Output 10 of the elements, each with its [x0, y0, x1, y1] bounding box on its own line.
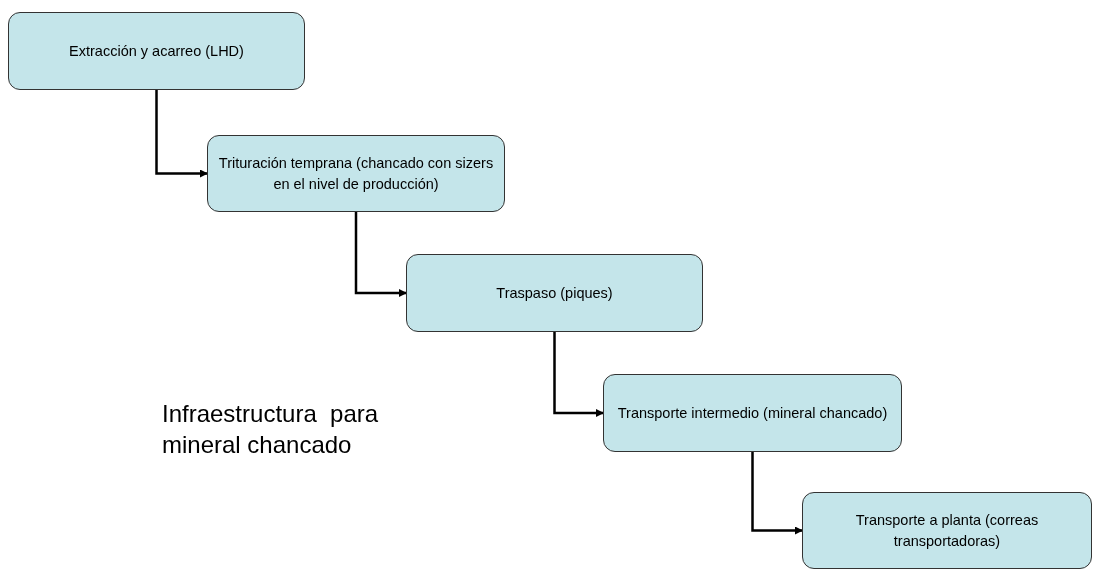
arrow: [751, 452, 803, 535]
arrow: [553, 332, 604, 417]
arrow: [155, 90, 208, 178]
process-box: Trituración temprana (chancado con sizers en el nivel de producción): [207, 135, 505, 212]
process-box: Transporte intermedio (mineral chancado): [603, 374, 902, 452]
process-box: Transporte a planta (correas transportadoras): [802, 492, 1092, 569]
arrow: [354, 212, 407, 297]
process-box: Traspaso (piques): [406, 254, 703, 332]
note-text: Infraestructura para mineral chancado: [162, 399, 380, 461]
process-box: Extracción y acarreo (LHD): [8, 12, 305, 90]
